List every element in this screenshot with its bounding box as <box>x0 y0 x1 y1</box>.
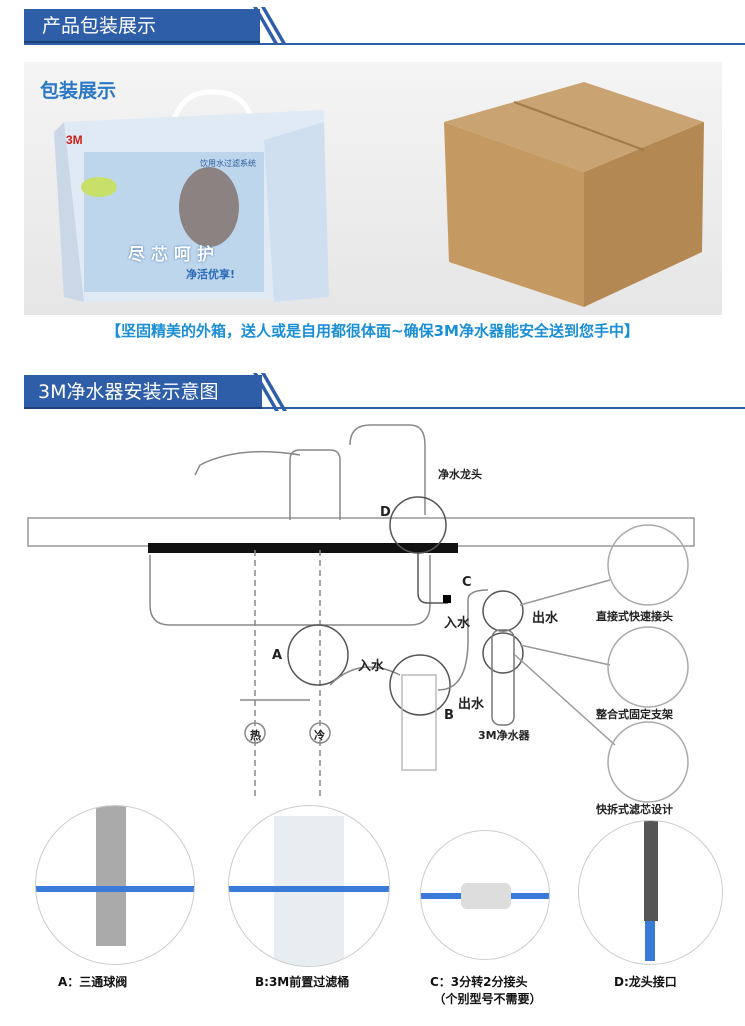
packaging-caption: 【坚固精美的外箱，送人或是自用都很体面~确保3M净水器能安全送到您手中】 <box>106 322 639 340</box>
product-box-image: 3M <box>54 82 704 307</box>
part-c-label: C：3分转2分接头 <box>430 975 528 989</box>
label-outlet: 出水 <box>532 611 559 626</box>
box-slogan: 尽芯呵护 <box>128 245 220 265</box>
callout-quick-connector: 直接式快速接头 <box>596 610 673 623</box>
part-d-image <box>578 820 723 965</box>
callout-filter: 快拆式滤芯设计 <box>596 803 673 816</box>
part-b-image <box>228 805 390 967</box>
section-header-packaging: 产品包装展示 <box>24 9 260 43</box>
label-b: B <box>444 708 454 723</box>
label-purifier: 3M净水器 <box>478 729 530 742</box>
box-side-text: 饮用水过滤系统 <box>200 159 256 168</box>
label-hot: 热 <box>250 729 261 742</box>
section-header-install: 3M净水器安装示意图 <box>24 375 262 409</box>
installation-diagram <box>27 424 695 803</box>
label-faucet: 净水龙头 <box>438 468 482 481</box>
packaging-photo: 包装展示 3M 饮用水过滤系统 尽芯呵护 净活优享! <box>24 62 722 315</box>
label-c: C <box>462 575 472 590</box>
header-underline <box>24 407 745 409</box>
part-c-note: （个别型号不需要） <box>433 992 542 1006</box>
section-title: 产品包装展示 <box>42 15 157 37</box>
callout-bracket: 整合式固定支架 <box>596 708 673 721</box>
label-inlet: 入水 <box>444 616 471 631</box>
box-slogan-secondary: 净活优享! <box>186 268 236 281</box>
box-brand-logo: 3M <box>66 133 83 147</box>
part-a-label: A：三通球阀 <box>58 975 128 989</box>
part-a-image <box>35 805 195 965</box>
part-c-image <box>420 830 550 960</box>
header-underline <box>24 43 745 45</box>
label-d: D <box>380 505 391 520</box>
label-a: A <box>272 648 283 663</box>
section-title: 3M净水器安装示意图 <box>38 381 219 403</box>
label-cold: 冷 <box>314 729 325 742</box>
part-b-label: B:3M前置过滤桶 <box>255 975 350 989</box>
label-outlet: 出水 <box>458 697 485 712</box>
part-d-label: D:龙头接口 <box>614 975 677 989</box>
label-inlet: 入水 <box>358 659 385 674</box>
packaging-label: 包装展示 <box>40 80 117 102</box>
